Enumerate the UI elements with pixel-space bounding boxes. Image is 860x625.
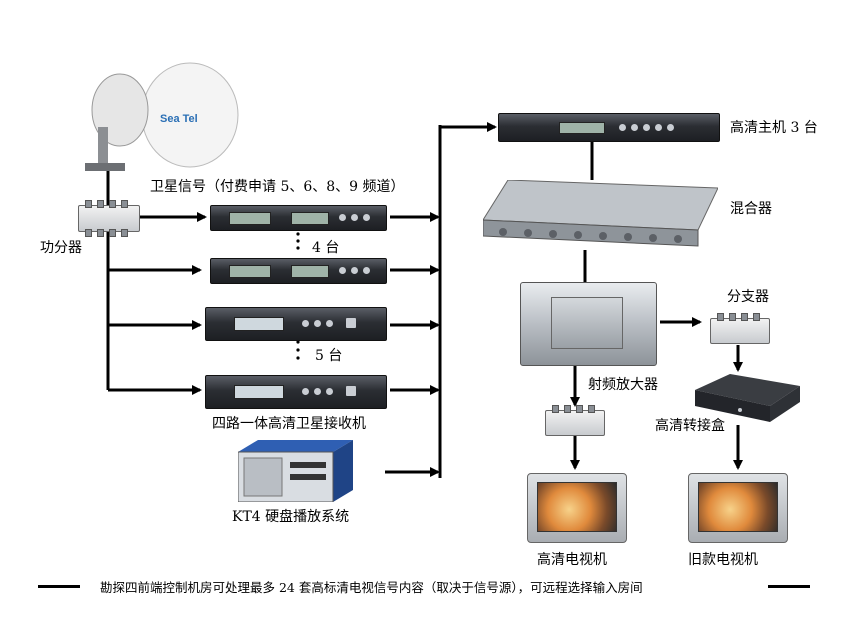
converter-box-label: 高清转接盒 (655, 418, 725, 434)
disk-system-label: KT4 硬盘播放系统 (232, 509, 350, 525)
hd-host-label: 高清主机 3 台 (730, 120, 818, 136)
continuation-dots (296, 232, 300, 360)
satellite-antenna: Sea Tel (70, 55, 240, 175)
branch-label: 分支器 (727, 289, 769, 305)
footer-rule-left (38, 585, 80, 588)
hd-host (498, 113, 720, 142)
tv-splitter (545, 405, 605, 436)
receiver-label: 四路一体高清卫星接收机 (212, 416, 366, 432)
mixer (482, 179, 719, 252)
hd-tv (527, 473, 627, 543)
old-tv (688, 473, 788, 543)
branch-splitter (710, 313, 770, 344)
rf-amplifier (520, 282, 657, 366)
receiver-unit-1 (210, 205, 387, 231)
receiver-unit-3 (205, 307, 387, 341)
antenna-icon (85, 62, 239, 171)
count-five-label: 5 台 (315, 348, 343, 364)
footer-text: 勘探四前端控制机房可处理最多 24 套高标清电视信号内容（取决于信号源），可远程… (100, 580, 643, 595)
old-tv-label: 旧款电视机 (688, 552, 758, 568)
satellite-signal-label: 卫星信号（付费申请 5、6、8、9 频道） (150, 179, 405, 195)
set-top-box-icon (695, 374, 800, 422)
main-splitter (78, 200, 140, 237)
footer-rule-right (768, 585, 810, 588)
receiver-unit-2 (210, 258, 387, 284)
antenna-brand: Sea Tel (160, 113, 198, 125)
server-icon (237, 440, 353, 503)
hd-tv-label: 高清电视机 (537, 552, 607, 568)
mixer-label: 混合器 (730, 201, 772, 217)
count-four-label: 4 台 (312, 240, 340, 256)
converter-box (690, 372, 805, 427)
splitter-main-label: 功分器 (40, 240, 82, 256)
receiver-unit-4 (205, 375, 387, 409)
rf-amp-label: 射频放大器 (588, 377, 658, 393)
mixer-icon (482, 179, 719, 247)
disk-system (237, 440, 353, 503)
